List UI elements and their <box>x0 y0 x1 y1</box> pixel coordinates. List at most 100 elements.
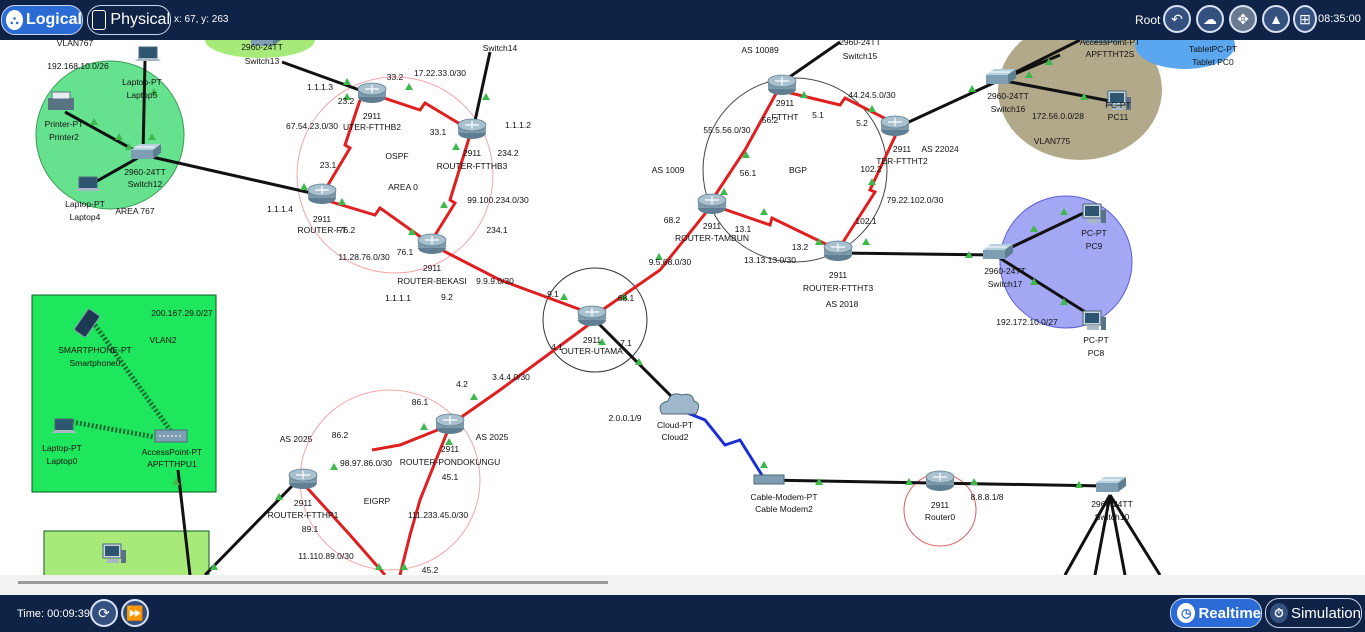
topology-label: 102.1 <box>855 216 877 226</box>
move-icon[interactable]: ✥ <box>1229 5 1257 33</box>
topology-label: VLAN2 <box>150 335 177 345</box>
topology-label: 56.2 <box>762 115 779 125</box>
router-pondokungu[interactable] <box>435 413 465 435</box>
laptop-0[interactable] <box>50 418 78 434</box>
scrollbar-thumb[interactable] <box>18 581 608 584</box>
switch-10[interactable] <box>1095 476 1127 493</box>
logical-label: Logical <box>25 11 82 28</box>
cloud-2[interactable] <box>659 393 700 415</box>
topology-label: 1.1.1.4 <box>267 204 293 214</box>
printer-2[interactable] <box>48 91 74 110</box>
topology-label: 13.1 <box>735 224 752 234</box>
topology-label: 2960-24TT <box>839 40 881 47</box>
topology-label: 17.22.33.0/30 <box>414 68 466 78</box>
bottom-toolbar <box>0 595 1365 632</box>
router-ftht1[interactable] <box>767 74 797 96</box>
router-ftht2[interactable] <box>880 115 910 137</box>
topology-label: 1.1.1.3 <box>307 82 333 92</box>
realtime-label: Realtime <box>1198 604 1261 622</box>
cable-modem-2[interactable] <box>753 474 785 485</box>
topology-label: Tablet PC0 <box>1192 57 1234 67</box>
topology-label: PC-PT <box>1083 335 1109 345</box>
topology-label: ROUTER-FT <box>297 225 346 235</box>
router-ftthp1[interactable] <box>288 468 318 490</box>
router-ft[interactable] <box>307 183 337 205</box>
topology-label: SMARTPHONE-PT <box>58 345 132 355</box>
cursor-coordinates: x: 67, y: 263 <box>174 14 229 25</box>
topology-label: Smartphone0 <box>69 358 120 368</box>
topology-label: TER-FTTHT2 <box>876 156 928 166</box>
topology-label: 2960-24TT <box>987 91 1029 101</box>
physical-view-button[interactable]: Physical <box>87 5 171 35</box>
topology-label: AS 22024 <box>921 144 959 154</box>
topology-label: 2911 <box>829 270 848 280</box>
router-bekasi[interactable] <box>417 233 447 255</box>
topology-label: 67.54.23.0/30 <box>286 121 338 131</box>
topology-label: 4.2 <box>456 379 468 389</box>
topology-label: 172.56.0.0/28 <box>1032 111 1084 121</box>
topology-label: 234.1 <box>486 225 508 235</box>
topology-label: 2911 <box>423 263 442 273</box>
router-utama[interactable] <box>577 305 607 327</box>
back-icon[interactable]: ↶ <box>1163 5 1191 33</box>
topology-label: 2911 <box>313 214 332 224</box>
topology-label: 192.168.10.0/26 <box>47 61 109 71</box>
cluster-icon[interactable]: ☁ <box>1196 5 1224 33</box>
smartphone-0[interactable] <box>74 308 100 338</box>
topology-label: 2.0.0.1/9 <box>608 413 641 423</box>
topology-label: 234.2 <box>497 148 519 158</box>
router-0[interactable] <box>925 470 955 492</box>
laptop-5[interactable] <box>134 46 162 62</box>
topology-label: VLAN767 <box>57 40 94 48</box>
root-breadcrumb[interactable]: Root <box>1135 13 1161 27</box>
topology-label: AREA 767 <box>115 206 154 216</box>
topology-label: ROUTER-BEKASI <box>397 276 466 286</box>
topology-label: 86.2 <box>332 430 349 440</box>
topology-label: 13.2 <box>792 242 809 252</box>
simulation-mode-button[interactable]: ⏱ Simulation <box>1265 598 1362 628</box>
topology-label: UTER-FTTHB2 <box>343 122 401 132</box>
router-ftht3[interactable] <box>823 240 853 262</box>
viewport-icon[interactable]: ⊞ <box>1293 5 1317 33</box>
router-fitb2[interactable] <box>357 82 387 104</box>
realtime-mode-button[interactable]: ◷ Realtime <box>1170 598 1262 628</box>
topology-label: 102.2 <box>860 164 882 174</box>
topology-label: 2960-24TT <box>1091 499 1133 509</box>
topology-label: 111.233.45.0/30 <box>408 510 468 520</box>
access-point-1[interactable] <box>154 429 188 443</box>
topology-label: Laptop4 <box>70 212 101 222</box>
topology-label: Laptop-PT <box>65 199 105 209</box>
topology-label: EIGRP <box>364 496 391 506</box>
topology-label: Printer2 <box>49 132 79 142</box>
router-tambun[interactable] <box>697 193 727 215</box>
topology-label: PC-PT <box>1105 100 1131 110</box>
topology-label: 200.167.29.0/27 <box>151 308 213 318</box>
topology-label: PC9 <box>1086 241 1103 251</box>
topology-label: ROUTER-FTTHT3 <box>803 283 874 293</box>
topology-label: TabletPC-PT <box>1189 44 1237 54</box>
power-cycle-icon[interactable]: ⟳ <box>90 599 118 627</box>
topology-label: PC-PT <box>1081 228 1107 238</box>
background-image-icon[interactable]: ▲ <box>1262 5 1290 33</box>
logical-view-button[interactable]: ⛬ Logical <box>1 5 83 35</box>
topology-label: 8.8.8.1/8 <box>970 492 1003 502</box>
fast-forward-icon[interactable]: ⏩ <box>121 599 149 627</box>
topology-label: 76.2 <box>339 225 356 235</box>
topology-label: 33.1 <box>430 127 447 137</box>
topology-label: AccessPoint-PT <box>142 447 202 457</box>
topology-label: APFTTHT2S <box>1086 49 1135 59</box>
laptop-4[interactable] <box>74 176 102 192</box>
topology-label: 2960-24TT <box>984 266 1026 276</box>
physical-label: Physical <box>110 11 170 28</box>
horizontal-scrollbar[interactable] <box>0 575 1365 595</box>
topology-label: Cloud2 <box>662 432 689 442</box>
topology-label: 89.1 <box>302 524 319 534</box>
topology-label: 7.1 <box>620 338 632 348</box>
topology-label: Switch16 <box>991 104 1026 114</box>
topology-label: 2960-24TT <box>124 167 166 177</box>
topology-label: OSPF <box>385 151 408 161</box>
topology-label: 2911 <box>463 148 482 158</box>
topology-label: 3.4.4.0/30 <box>492 372 530 382</box>
router-fitb3[interactable] <box>457 118 487 140</box>
